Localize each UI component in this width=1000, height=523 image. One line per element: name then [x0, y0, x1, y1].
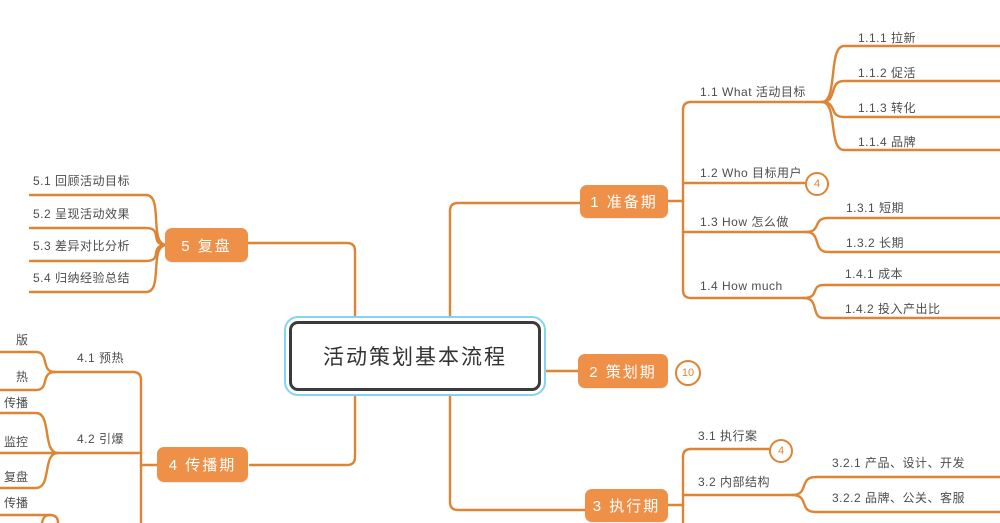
collapse-badge-topic-1-2[interactable]: 4 [805, 172, 829, 196]
subtopic-1-1-4[interactable]: 1.1.4 品牌 [858, 135, 917, 149]
subtopic-1-4-1[interactable]: 1.4.1 成本 [845, 267, 904, 281]
subtopic-4-2-2-clipped[interactable]: 监控 [3, 435, 28, 449]
subtopic-1-1-1[interactable]: 1.1.1 拉新 [858, 31, 917, 45]
branch-1-connectors [666, 44, 1000, 320]
collapse-badge-topic-3-1[interactable]: 4 [769, 439, 793, 463]
subtopic-3-2-1[interactable]: 3.2.1 产品、设计、开发 [832, 456, 966, 470]
subtopic-5-2[interactable]: 5.2 呈现活动效果 [33, 207, 131, 221]
subtopic-4-3-clipped[interactable]: 传播 [3, 496, 28, 510]
central-topic[interactable]: 活动策划基本流程 [289, 321, 541, 391]
subtopic-1-1-2[interactable]: 1.1.2 促活 [858, 66, 917, 80]
central-topic-selection-ring: 活动策划基本流程 [284, 316, 546, 396]
subtopic-4-2-1-clipped[interactable]: 传播 [3, 396, 28, 410]
branch-node-4-propagation[interactable]: 4 传播期 [157, 447, 248, 482]
subtopic-1-4-2[interactable]: 1.4.2 投入产出比 [845, 302, 941, 316]
subtopic-5-1[interactable]: 5.1 回顾活动目标 [33, 174, 131, 188]
subtopic-1-3[interactable]: 1.3 How 怎么做 [700, 215, 789, 229]
subtopic-1-3-2[interactable]: 1.3.2 长期 [846, 236, 905, 250]
branch-5-connectors [28, 193, 169, 294]
branch-4-connectors [0, 350, 161, 523]
subtopic-3-1[interactable]: 3.1 执行案 [698, 429, 758, 443]
subtopic-3-2[interactable]: 3.2 内部结构 [698, 475, 771, 489]
subtopic-4-2-3-clipped[interactable]: 复盘 [3, 470, 28, 484]
trunk-connectors [246, 201, 587, 512]
branch-node-3-execution[interactable]: 3 执行期 [585, 489, 668, 522]
branch-node-2-planning[interactable]: 2 策划期 [578, 354, 668, 388]
subtopic-3-2-2[interactable]: 3.2.2 品牌、公关、客服 [832, 491, 966, 505]
subtopic-1-2[interactable]: 1.2 Who 目标用户 [700, 166, 803, 180]
subtopic-1-1-3[interactable]: 1.1.3 转化 [858, 101, 917, 115]
subtopic-1-3-1[interactable]: 1.3.1 短期 [846, 201, 905, 215]
branch-3-connectors [666, 447, 1000, 523]
subtopic-1-1[interactable]: 1.1 What 活动目标 [700, 85, 806, 99]
subtopic-4-1[interactable]: 4.1 预热 [77, 351, 125, 365]
collapse-badge-branch-2[interactable]: 10 [675, 360, 701, 386]
subtopic-5-4[interactable]: 5.4 归纳经验总结 [33, 271, 131, 285]
subtopic-5-3[interactable]: 5.3 差异对比分析 [33, 239, 131, 253]
subtopic-1-4[interactable]: 1.4 How much [700, 279, 783, 293]
branch-node-5-review[interactable]: 5 复盘 [165, 228, 248, 262]
branch-node-1-preparation[interactable]: 1 准备期 [580, 185, 668, 218]
subtopic-4-2[interactable]: 4.2 引爆 [77, 432, 125, 446]
subtopic-4-1-1-clipped[interactable]: 版 [15, 333, 28, 347]
subtopic-4-1-2-clipped[interactable]: 热 [15, 370, 28, 384]
